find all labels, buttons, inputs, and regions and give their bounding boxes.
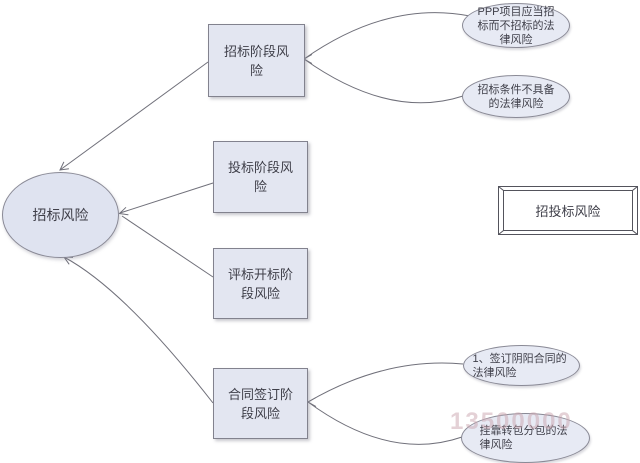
link-leaf3-stage4 — [307, 362, 464, 403]
node-stage-tender: 招标阶段风险 — [208, 24, 305, 97]
node-root-bidding-risk: 招标风险 — [2, 172, 119, 258]
node-leaf-yinyang-contract-risk: 1、签订阴阳合同的法律风险 — [463, 345, 580, 386]
link-leaf1-stage1 — [303, 12, 471, 60]
arrowhead-root-top — [59, 161, 69, 171]
link-stage3-root — [121, 215, 214, 278]
legend-title-label: 招投标风险 — [535, 204, 601, 219]
legend-frame — [498, 186, 638, 235]
link-leaf2-stage1 — [303, 58, 464, 104]
link-stage1-root — [59, 61, 209, 171]
node-stage-contract-label: 合同签订阶段风险 — [227, 386, 293, 421]
node-leaf-ppp-no-tender-risk: PPP项目应当招标而不招标的法律风险 — [462, 3, 570, 48]
node-leaf-yinyang-contract-label: 1、签订阴阳合同的法律风险 — [472, 352, 567, 379]
node-stage-contract: 合同签订阶段风险 — [213, 368, 308, 439]
node-leaf-subcontract-label: 挂靠转包分包的法律风险 — [479, 425, 568, 451]
arrowhead-root-right — [118, 206, 129, 216]
node-leaf-conditions-label: 招标条件不具备的法律风险 — [477, 83, 555, 110]
link-stage4-root — [63, 256, 214, 404]
link-leaf4-stage4 — [307, 401, 463, 445]
node-leaf-subcontract-risk: 挂靠转包分包的法律风险 — [461, 413, 590, 463]
node-leaf-ppp-no-tender-label: PPP项目应当招标而不招标的法律风险 — [477, 5, 555, 46]
node-stage-tender-label: 招标阶段风险 — [223, 43, 289, 78]
node-stage-bid-label: 投标阶段风险 — [227, 160, 293, 194]
node-root-label: 招标风险 — [32, 207, 89, 223]
node-stage-evaluation: 评标开标阶段风险 — [213, 248, 308, 319]
node-leaf-conditions-risk: 招标条件不具备的法律风险 — [462, 75, 570, 118]
arrowhead-stage4-right — [306, 397, 317, 407]
legend-title-box: 招投标风险 — [498, 186, 638, 235]
node-stage-evaluation-label: 评标开标阶段风险 — [227, 266, 293, 301]
link-stage2-root — [119, 182, 214, 214]
arrowhead-root-bottom — [62, 256, 74, 265]
node-stage-bid: 投标阶段风险 — [213, 141, 308, 213]
